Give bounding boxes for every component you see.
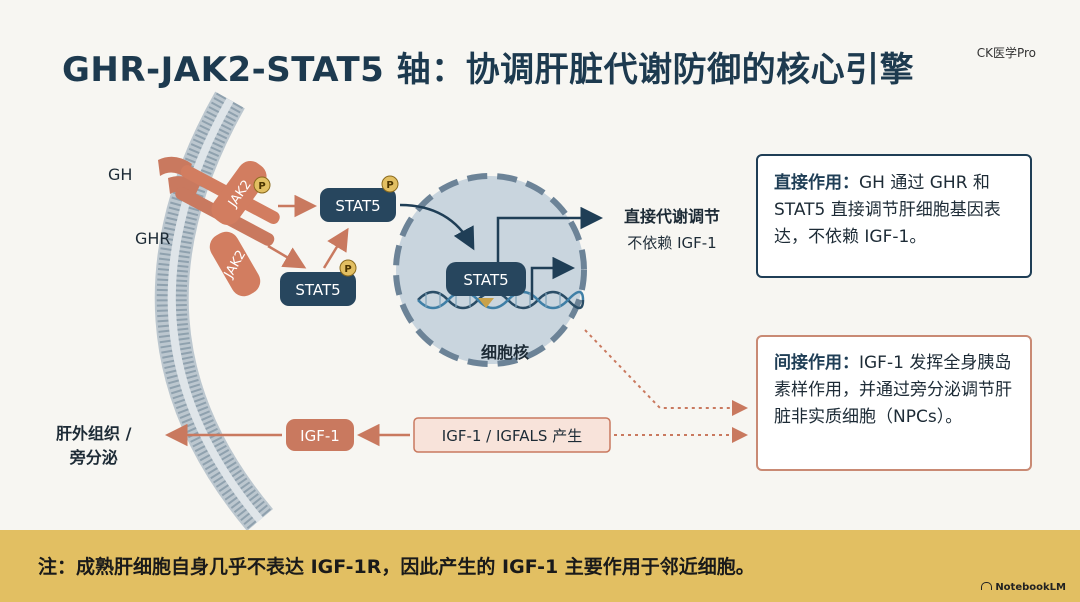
footer-note-bar: 注：成熟肝细胞自身几乎不表达 IGF-1R，因此产生的 IGF-1 主要作用于邻… (0, 530, 1080, 602)
direct-effect-text: GH 通过 GHR 和 STAT5 直接调节肝细胞基因表达，不依赖 IGF-1。 (774, 173, 1001, 247)
stat5-upper-label: STAT5 (335, 197, 380, 215)
indirect-effect-box: 间接作用：IGF-1 发挥全身胰岛素样作用，并通过旁分泌调节肝脏非实质细胞（NP… (756, 335, 1032, 471)
p-badge-jak2: P (258, 181, 265, 192)
dotted-arrow-nucleus-to-indirect (584, 329, 748, 416)
stat5-lower: STAT5 P (280, 259, 357, 306)
direct-regulation-subtitle: 不依赖 IGF-1 (627, 234, 716, 252)
arrow-stat5-into-nucleus (399, 203, 475, 251)
stat5-nucleus-label: STAT5 (463, 271, 508, 289)
indirect-effect-heading: 间接作用： (774, 353, 859, 373)
watermark: CK医学Pro (976, 46, 1036, 60)
arrow-stat5-lower-to-upper (322, 227, 349, 269)
transcription-arrow-short (530, 256, 575, 300)
igf1-label: IGF-1 (300, 427, 340, 445)
gh-label: GH (108, 165, 132, 184)
direct-regulation-title: 直接代谢调节 (624, 207, 720, 226)
direct-effect-heading: 直接作用： (774, 173, 859, 193)
page-title: GHR-JAK2-STAT5 轴：协调肝脏代谢防御的核心引擎 (62, 50, 915, 90)
stat5-lower-label: STAT5 (295, 281, 340, 299)
ghr-label: GHR (135, 229, 171, 248)
indirect-effect-text: IGF-1 发挥全身胰岛素样作用，并通过旁分泌调节肝脏非实质细胞（NPCs）。 (774, 353, 1012, 427)
nucleus-label: 细胞核 (481, 343, 529, 362)
extrahepatic-line2: 旁分泌 (69, 448, 118, 467)
arrow-jak2-to-stat5-lower (267, 244, 307, 269)
igf1-production-label: IGF-1 / IGFALS 产生 (442, 427, 582, 445)
pathway-diagram: JAK2 P JAK2 STAT5 P STAT5 P (108, 91, 748, 530)
notebooklm-label: NotebookLM (995, 582, 1066, 593)
p-badge-stat5-lower: P (344, 264, 351, 275)
notebooklm-icon (981, 582, 993, 590)
footer-note: 注：成熟肝细胞自身几乎不表达 IGF-1R，因此产生的 IGF-1 主要作用于邻… (38, 556, 755, 578)
extrahepatic-label: 肝外组织 / 旁分泌 (56, 422, 131, 470)
transcription-arrow-long (496, 206, 603, 262)
stat5-upper: STAT5 P (320, 175, 399, 222)
jak2-bottom: JAK2 (209, 231, 261, 297)
igf1-production-box: IGF-1 / IGFALS 产生 (413, 417, 611, 453)
notebooklm-brand: NotebookLM (981, 582, 1066, 593)
extrahepatic-line1: 肝外组织 / (56, 424, 132, 443)
igf1-pill: IGF-1 (286, 419, 354, 451)
direct-effect-box: 直接作用：GH 通过 GHR 和 STAT5 直接调节肝细胞基因表达，不依赖 I… (756, 154, 1032, 278)
stat5-nucleus: STAT5 (446, 262, 526, 308)
jak2-top: JAK2 P (211, 161, 271, 225)
cell-membrane (154, 91, 274, 530)
p-badge-stat5-upper: P (386, 180, 393, 191)
